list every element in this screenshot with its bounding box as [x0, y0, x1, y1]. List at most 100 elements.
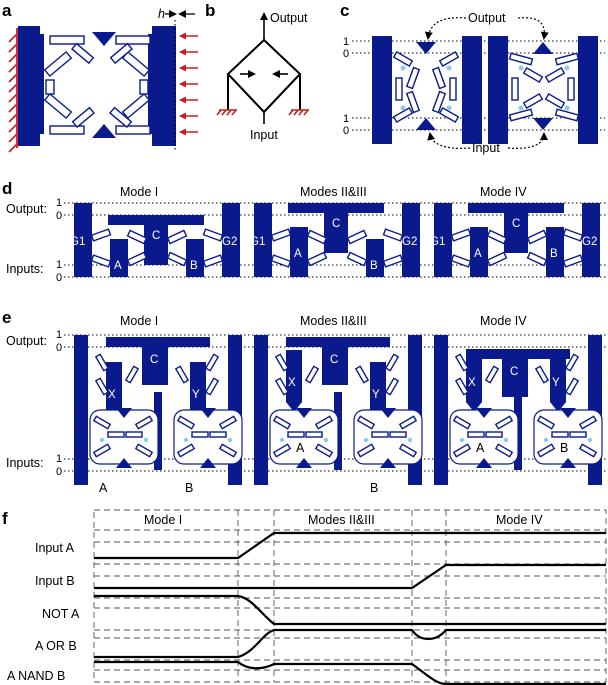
flexure-link [450, 254, 472, 268]
hinge [587, 437, 593, 443]
flexure-link [452, 443, 472, 458]
e-below-b-mode2: B [370, 481, 378, 495]
flexure-link [494, 443, 514, 458]
flexure-link [272, 415, 292, 430]
d-tick-0-bottom: 0 [56, 272, 62, 284]
input-a [290, 227, 308, 277]
flexure-link [389, 431, 407, 438]
mechanism-a [18, 26, 176, 146]
flexure-link [486, 251, 508, 267]
label-c: C [512, 218, 520, 230]
flexure-link [578, 443, 598, 458]
flexure-link [209, 431, 227, 438]
hinge [543, 437, 549, 443]
top-wedge [296, 408, 312, 418]
flexure-link [551, 431, 569, 438]
flexure-link [134, 443, 154, 458]
flexure-link [90, 228, 112, 242]
label-y: Y [552, 377, 560, 389]
flexure-link [306, 229, 328, 245]
ground-left [434, 335, 448, 485]
c-tick-1-bottom: 1 [343, 113, 349, 125]
flexure-link [126, 229, 148, 245]
label-g1: G1 [250, 236, 265, 248]
input-wedge [380, 458, 396, 468]
ground-g2 [402, 203, 420, 277]
flexure-link [564, 377, 580, 396]
d-output-label: Output: [6, 202, 47, 216]
e-tick-0-top: 0 [56, 342, 62, 354]
hinge [407, 437, 413, 443]
flexure-link [526, 251, 548, 267]
flexure-link [562, 228, 584, 242]
sub-mechanism-b [533, 408, 603, 468]
flexure-link [306, 251, 328, 267]
c-tick-0-bottom: 0 [343, 125, 349, 137]
flexure-link [92, 415, 112, 430]
panel-b: b Output Input [205, 1, 309, 142]
e-mode-title-bg: Modes II&III [300, 316, 361, 328]
label-g2: G2 [582, 236, 597, 248]
hinge [227, 437, 233, 443]
label-y: Y [372, 389, 380, 401]
flexure-link [166, 229, 188, 245]
flexure-link [126, 251, 148, 267]
flexure-link [270, 254, 292, 268]
e-tick-1-bottom: 1 [56, 453, 62, 465]
e-below-a: A [99, 481, 108, 495]
c-tick-0-top: 0 [343, 48, 349, 60]
block-x [466, 350, 482, 412]
hinge [279, 437, 285, 443]
e-mode-title-bg: Mode IV [480, 316, 523, 328]
label-y: Y [192, 389, 200, 401]
f-mode-1: Mode I [144, 513, 182, 527]
f-mode-3: Mode IV [496, 513, 543, 527]
label-x: X [288, 377, 296, 389]
block-x [286, 350, 302, 412]
b-input-label: Input [250, 128, 278, 142]
flexure-link [92, 443, 112, 458]
label-x: X [108, 389, 116, 401]
label-c: C [510, 366, 518, 378]
label-x: X [468, 377, 476, 389]
flexure-link [356, 415, 376, 430]
mechanism-c-right [488, 36, 598, 144]
flexure-link [218, 415, 238, 430]
flexure-link [134, 415, 154, 430]
label-c: C [152, 230, 160, 242]
flexure-link [354, 365, 370, 384]
dimension-h: h [158, 7, 195, 21]
ground-g2 [582, 203, 600, 277]
flexure-link [467, 431, 485, 438]
label-b: B [550, 248, 558, 260]
trace-a-nand-b [94, 660, 606, 685]
flexure-link [202, 254, 224, 268]
flexure-link [564, 353, 580, 372]
mechanism-c-left [372, 36, 482, 144]
force-arrows [179, 32, 198, 136]
flexure-link [304, 365, 320, 384]
flexure-link [90, 254, 112, 268]
panel-a-label: a [2, 1, 12, 20]
d-tick-1-bottom: 1 [56, 259, 62, 271]
top-wedge [116, 408, 132, 418]
sub-mechanism-b [173, 408, 243, 468]
f-mode-2: Modes II&III [308, 513, 375, 527]
f-signal-a-nand-b: A NAND B [7, 669, 65, 683]
flexure-link [384, 353, 400, 372]
flexure-link [356, 443, 376, 458]
block-c [324, 203, 348, 253]
label-c: C [150, 354, 158, 366]
flexure-link [346, 251, 368, 267]
input-a [110, 239, 128, 277]
flexure-link [398, 443, 418, 458]
f-signal-rows [94, 541, 606, 671]
panel-d-label: d [2, 179, 12, 198]
e-mode-title: Mode I [120, 314, 158, 328]
flexure-link [274, 353, 290, 372]
panel-b-label: b [205, 1, 215, 20]
label-c: C [332, 218, 340, 230]
